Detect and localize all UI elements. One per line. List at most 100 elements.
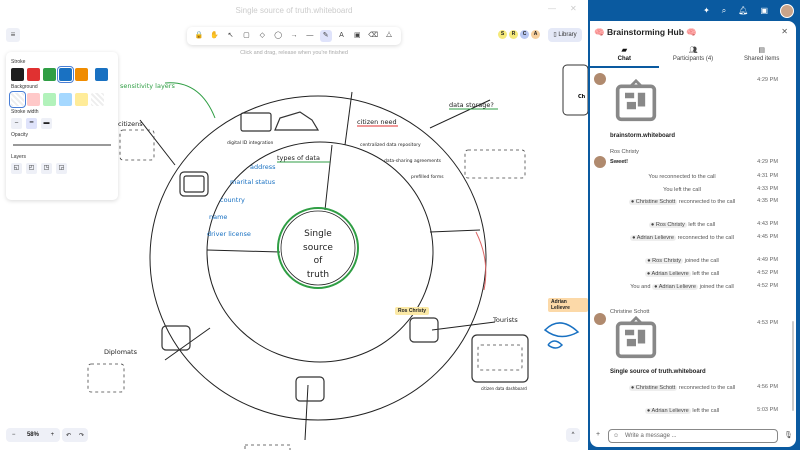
whiteboard-file-icon[interactable] xyxy=(614,78,662,127)
participant-chip[interactable]: ● Christine Schott xyxy=(628,385,678,391)
system-text: reconnected to the call xyxy=(677,235,734,241)
collaborator-avatar[interactable]: A xyxy=(531,30,540,39)
collaborator-avatar[interactable]: C xyxy=(520,30,529,39)
collaborator-avatar[interactable]: S xyxy=(498,30,507,39)
scrollbar[interactable] xyxy=(792,321,794,411)
stroke-bold-button[interactable]: ▬ xyxy=(41,118,52,129)
stroke-thin-button[interactable]: – xyxy=(11,118,22,129)
minimize-button[interactable]: — xyxy=(548,4,556,13)
eraser-icon[interactable]: ⌫ xyxy=(368,32,379,39)
participant-chip[interactable]: ● Adrian Lelievre xyxy=(644,408,691,414)
stroke-color-swatch[interactable] xyxy=(11,68,24,81)
close-window-button[interactable]: ✕ xyxy=(570,4,577,13)
notifications-icon[interactable]: 🔔︎ xyxy=(738,6,749,15)
ellipse-icon[interactable]: ◯ xyxy=(274,32,283,39)
properties-panel: Stroke Background Stroke width –━▬ Opaci… xyxy=(6,52,118,200)
participant-chip[interactable]: ● Adrian Lelievre xyxy=(652,284,699,290)
diamond-icon[interactable]: ◇ xyxy=(259,32,265,39)
participant-name: Adrian Lelievre xyxy=(658,284,697,290)
line-icon[interactable]: — xyxy=(306,32,314,39)
bring-forward-button[interactable]: ◳ xyxy=(41,163,52,174)
participant-chip[interactable]: ● Ros Christy xyxy=(648,222,687,228)
address-label: address xyxy=(250,163,276,171)
menu-button[interactable]: ≡ xyxy=(6,28,20,42)
background-color-swatch[interactable] xyxy=(27,93,40,106)
background-color-swatch[interactable] xyxy=(75,93,88,106)
stroke-color-swatch[interactable] xyxy=(75,68,88,81)
microphone-icon[interactable]: 🎙︎ xyxy=(784,432,793,439)
stroke-color-swatch[interactable] xyxy=(57,66,74,83)
image-icon[interactable]: ▣ xyxy=(354,32,361,39)
search-icon[interactable]: ⌕ xyxy=(721,5,727,15)
stroke-color-swatch[interactable] xyxy=(43,68,56,81)
message-list[interactable]: Let's jump into our brainstorm session!4… xyxy=(590,69,796,426)
redo-icon[interactable]: ↷ xyxy=(78,432,85,439)
collaborator-avatar[interactable]: R xyxy=(509,30,518,39)
stroke-color-swatch[interactable] xyxy=(27,68,40,81)
stroke-medium-button[interactable]: ━ xyxy=(26,118,37,129)
timestamp: 4:45 PM xyxy=(757,234,778,240)
attach-icon[interactable]: + xyxy=(596,431,601,438)
zoom-in-button[interactable]: + xyxy=(50,432,55,438)
opacity-slider[interactable] xyxy=(13,144,111,146)
hand-icon[interactable]: ✋ xyxy=(210,32,220,39)
participant-name: Adrian Lelievre xyxy=(651,271,689,277)
avatar[interactable] xyxy=(780,3,794,18)
license-label: driver license xyxy=(207,230,251,238)
zoom-level[interactable]: 58% xyxy=(26,432,39,438)
text-icon[interactable]: A xyxy=(339,32,344,39)
chevron-up-icon: ^ xyxy=(571,432,575,438)
chat-icon: ▰ xyxy=(621,47,628,54)
center-text-2: source xyxy=(303,243,333,253)
participant-chip[interactable]: ● Adrian Lelievre xyxy=(630,235,677,241)
shapes-icon[interactable]: ⧊ xyxy=(385,32,393,39)
assistant-icon[interactable]: ✦ xyxy=(703,6,710,15)
rectangle-icon[interactable]: ▢ xyxy=(243,32,250,39)
file-name[interactable]: Single source of truth.whiteboard xyxy=(610,369,706,375)
bring-to-front-button[interactable]: ◲ xyxy=(56,163,67,174)
send-to-back-button[interactable]: ◱ xyxy=(11,163,22,174)
background-color-swatch[interactable] xyxy=(43,93,56,106)
select-icon[interactable]: ↖ xyxy=(227,32,234,39)
participant-chip[interactable]: ● Ros Christy xyxy=(645,258,684,264)
background-color-swatch[interactable] xyxy=(91,93,104,106)
tab-participants[interactable]: 👥︎Participants (4) xyxy=(659,46,728,68)
arrow-icon[interactable]: → xyxy=(290,32,298,39)
background-color-swatch[interactable] xyxy=(9,91,26,108)
pen-icon[interactable]: ✎ xyxy=(319,30,332,42)
contacts-icon[interactable]: ▣ xyxy=(760,6,768,15)
cursor-ros-christy: Ros Christy xyxy=(395,307,430,315)
tab-shared[interactable]: ▤Shared items xyxy=(727,46,796,68)
participant-name: Adrian Lelievre xyxy=(636,235,675,241)
stroke-color-swatch[interactable] xyxy=(95,68,108,81)
background-color-swatch[interactable] xyxy=(59,93,72,106)
lock-icon[interactable]: 🔒 xyxy=(194,32,204,39)
center-text-3: of xyxy=(314,256,324,266)
participants-icon: 👥︎ xyxy=(688,47,698,54)
file-name[interactable]: brainstorm.whiteboard xyxy=(610,133,676,139)
emoji-icon[interactable]: ☺ xyxy=(613,433,620,439)
whiteboard-file-icon[interactable] xyxy=(614,315,662,364)
chat-panel: 🧠 Brainstorming Hub 🧠 ✕ ▰Chat👥︎Participa… xyxy=(590,21,796,447)
prefilled-label: prefilled forms xyxy=(411,174,444,180)
library-button[interactable]: ▯ Library xyxy=(548,28,582,42)
message-input[interactable]: ☺Write a message ... xyxy=(608,429,778,443)
undo-icon[interactable]: ↶ xyxy=(65,432,72,439)
participant-name: Christine Schott xyxy=(635,199,676,205)
system-text: joined the call xyxy=(699,284,734,290)
expand-button[interactable]: ^ xyxy=(566,428,580,442)
close-icon[interactable]: ✕ xyxy=(781,27,788,36)
whiteboard[interactable]: Ch sensitivity layers citizens digital I… xyxy=(0,0,588,450)
library-label: Library xyxy=(558,32,577,38)
stroke-label: Stroke xyxy=(11,59,26,65)
tab-chat[interactable]: ▰Chat xyxy=(590,46,659,68)
citizens-label: citizens xyxy=(118,120,143,128)
message-text: Sweet! xyxy=(610,159,629,165)
participant-chip[interactable]: ● Christine Schott xyxy=(628,199,678,205)
whiteboard-canvas[interactable]: Ch sensitivity layers citizens digital I… xyxy=(0,0,588,450)
participant-chip[interactable]: ● Adrian Lelievre xyxy=(644,271,691,277)
timestamp: 5:03 PM xyxy=(757,407,778,413)
timestamp: 4:53 PM xyxy=(757,320,778,326)
zoom-out-button[interactable]: − xyxy=(11,432,16,438)
send-backward-button[interactable]: ◰ xyxy=(26,163,37,174)
